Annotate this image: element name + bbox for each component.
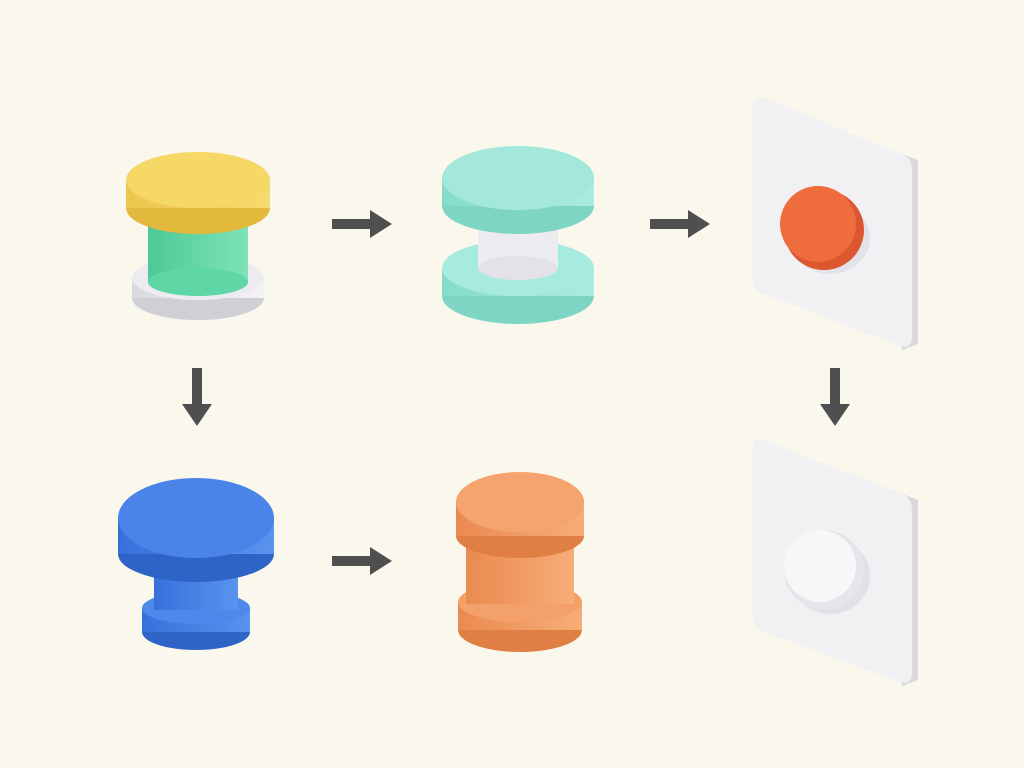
- teal-spool-button: [438, 128, 598, 328]
- arrow-down-2: [818, 368, 852, 432]
- white-button-on-panel: [752, 439, 922, 686]
- arrow-right-1: [332, 208, 394, 244]
- blue-button: [116, 470, 276, 660]
- arrow-down-1: [180, 368, 214, 432]
- arrow-right-3: [332, 545, 394, 581]
- red-button-on-panel: [752, 97, 922, 350]
- arrow-right-2: [650, 208, 712, 244]
- orange-spool-button: [452, 468, 588, 660]
- yellow-green-button: [118, 130, 278, 330]
